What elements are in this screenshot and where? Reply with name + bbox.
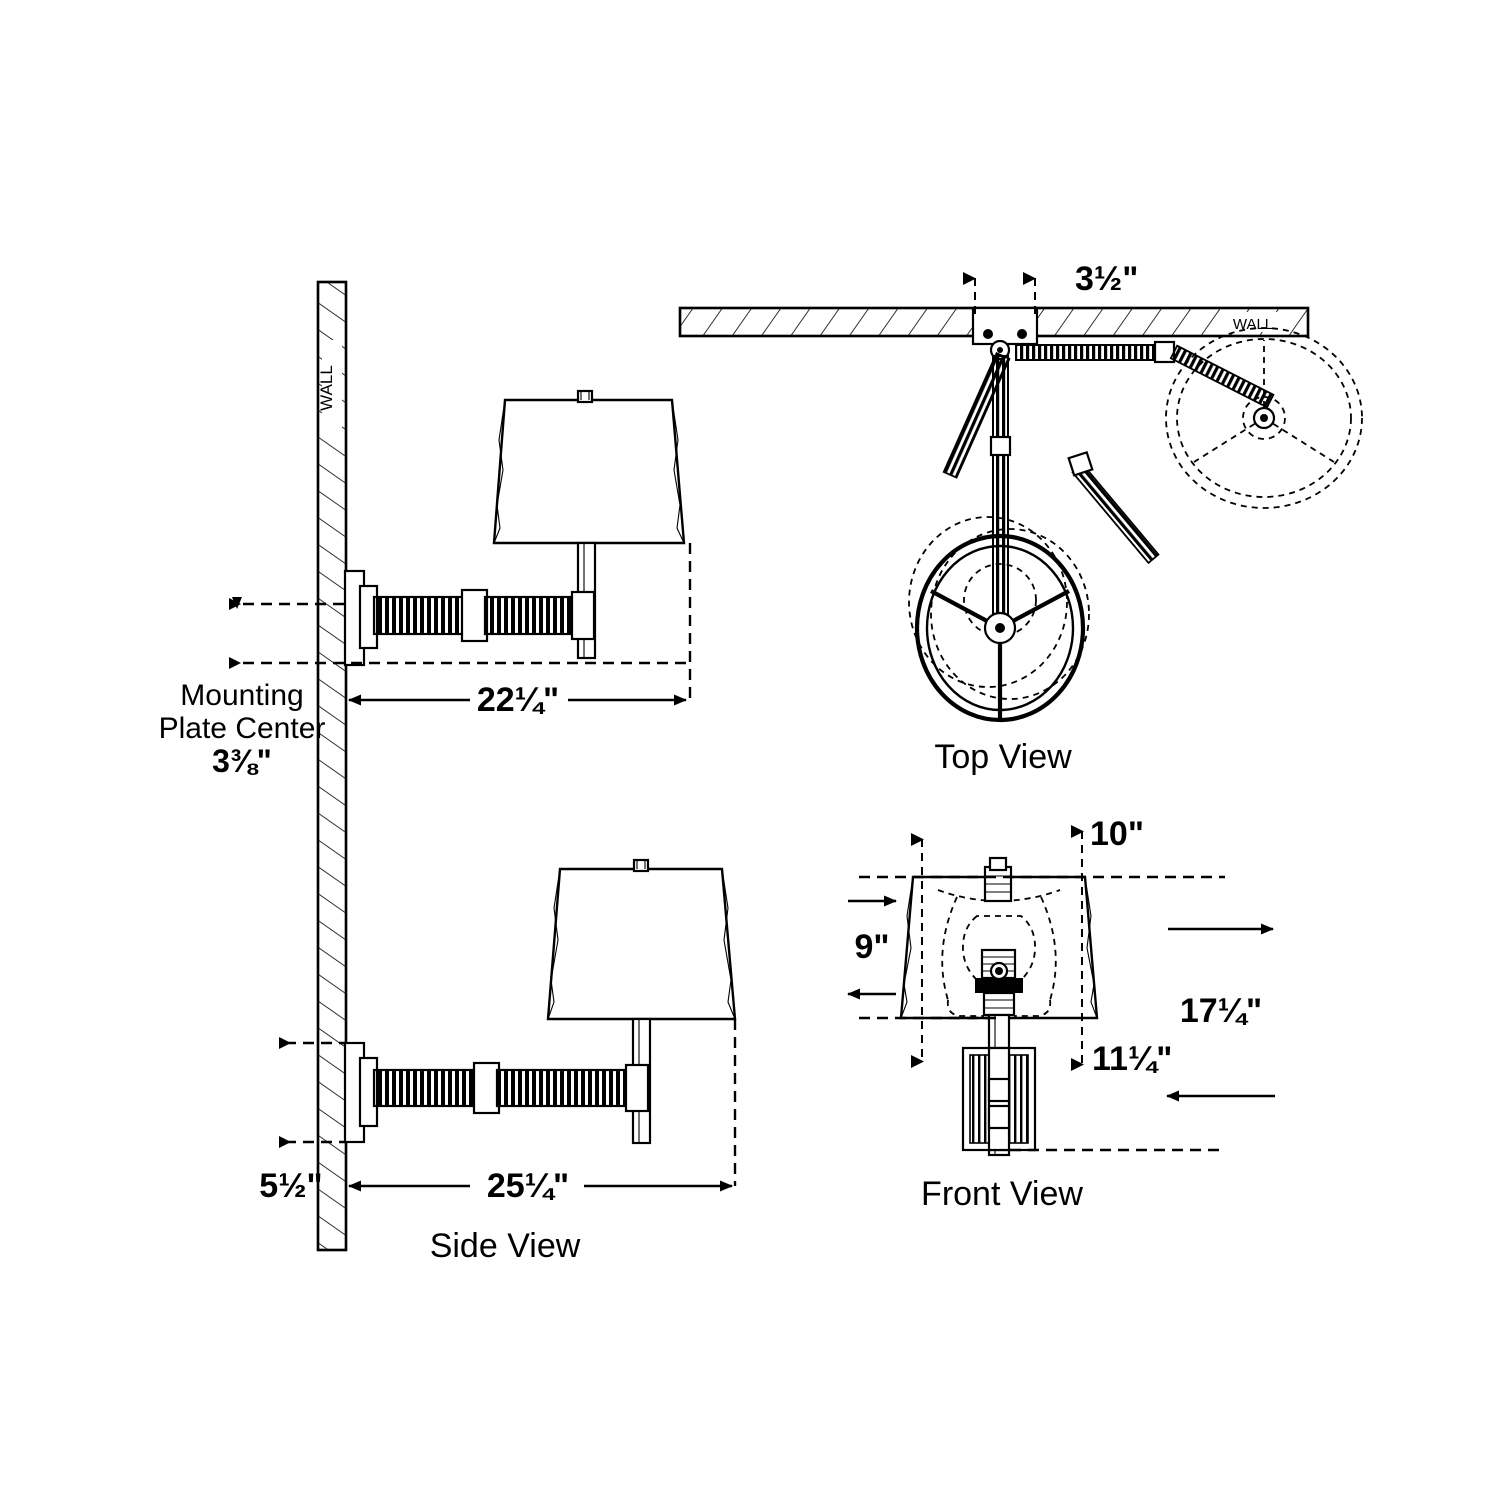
backplate-front [961, 1046, 1037, 1152]
shade-main-top [908, 516, 1090, 723]
dim-label-5-half: 5½" [259, 1167, 322, 1205]
wall-plate-upper [343, 569, 379, 667]
swing-arm-lower [372, 1061, 650, 1115]
arm-down-top [989, 355, 1012, 635]
dim-label-22-quarter: 22¼" [477, 681, 559, 719]
dim-extension-lines-lower [285, 1019, 737, 1186]
top-view-label: Top View [934, 738, 1072, 776]
lamp-shade-side-lower [546, 858, 737, 1021]
mount-plate-top [971, 306, 1039, 346]
mounting-plate-note: Mounting Plate Center 3⅜" [159, 679, 326, 779]
dim-label-25-quarter: 25¼" [487, 1167, 569, 1205]
bulb-assembly-front [937, 856, 1061, 1017]
side-view-label: Side View [430, 1227, 581, 1265]
arm-diagonal-top [942, 351, 1160, 565]
mounting-note-line1: Mounting [180, 679, 303, 712]
wall-plate-lower [343, 1041, 379, 1144]
dim-17-quarter [1166, 923, 1275, 1102]
swing-arm-upper [372, 588, 596, 643]
dim-label-11-quarter: 11¼" [1092, 1040, 1172, 1078]
front-view-label: Front View [921, 1175, 1083, 1213]
mounting-note-dim: 3⅜" [212, 743, 272, 779]
dim-3-half [963, 272, 1036, 318]
dim-label-17-quarter: 17¼" [1180, 992, 1262, 1030]
mounting-note-line2: Plate Center [159, 712, 326, 745]
top-view: WALL [678, 260, 1363, 776]
wall-label-top: WALL [1233, 316, 1273, 333]
wall-label-side: WALL [317, 365, 336, 411]
dim-extension-lines-upper [243, 543, 692, 700]
front-view: 10" 11¼" 9" 17¼" Front View [847, 815, 1275, 1213]
arm-extended-top [1015, 340, 1275, 409]
dim-label-9: 9" [854, 928, 889, 966]
dim-label-10: 10" [1090, 815, 1144, 853]
upper-side-view: 22¼" [229, 389, 692, 719]
lower-side-view: 5½" 25¼" Side View [259, 858, 737, 1265]
shade-open-top [1165, 327, 1363, 509]
dim-9-inch [847, 895, 897, 1000]
dim-label-3-half: 3½" [1075, 260, 1138, 298]
lamp-shade-side-upper [492, 389, 686, 545]
wall-vertical [316, 280, 348, 1252]
front-dim-extension-lines [859, 831, 1225, 1152]
